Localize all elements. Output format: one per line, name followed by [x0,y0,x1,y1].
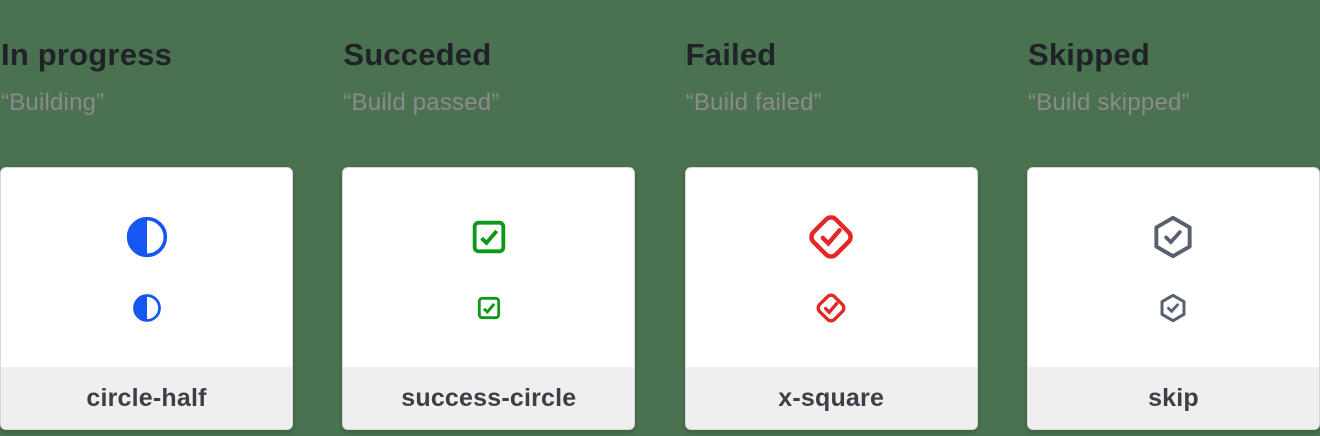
check-square-icon [475,295,502,322]
check-square-icon [469,217,509,257]
check-diamond-icon [805,211,858,264]
column-failed: Failed “Build failed” [684,0,978,436]
icon-card-body [1028,168,1319,367]
column-succeded: Succeded “Build passed” succes [342,0,636,436]
column-title: Failed [685,37,777,72]
circle-half-icon [125,215,169,259]
icon-card-circle-half: circle-half [0,167,293,430]
icon-card-footer: x-square [685,367,977,429]
icon-name-label: circle-half [86,383,207,412]
icon-card-footer: circle-half [1,367,292,429]
column-in-progress: In progress “Building” circle- [0,0,293,436]
column-status-text: “Build passed” [343,89,500,116]
icon-name-label: skip [1148,383,1199,412]
column-title: In progress [1,37,173,72]
check-diamond-icon [814,291,849,326]
column-title: Skipped [1027,37,1150,72]
column-status-text: “Build failed” [685,89,822,116]
icon-card-success-circle: success-circle [342,167,636,430]
icon-name-label: success-circle [401,383,577,412]
icon-card-footer: skip [1027,367,1319,429]
icon-name-label: x-square [778,383,885,412]
icon-card-body [343,168,634,367]
icon-card-footer: success-circle [343,367,635,429]
column-skipped: Skipped “Build skipped” skip [1026,0,1320,436]
column-status-text: “Build skipped” [1027,89,1190,116]
circle-half-icon [132,293,162,323]
icon-card-body [686,168,977,367]
check-hexagon-icon [1158,293,1189,324]
icon-card-body [1,168,292,367]
icon-card-x-square: x-square [684,167,978,430]
icon-card-skip: skip [1026,167,1320,430]
check-hexagon-icon [1150,214,1197,261]
column-status-text: “Building” [1,89,105,116]
column-title: Succeded [343,37,492,72]
